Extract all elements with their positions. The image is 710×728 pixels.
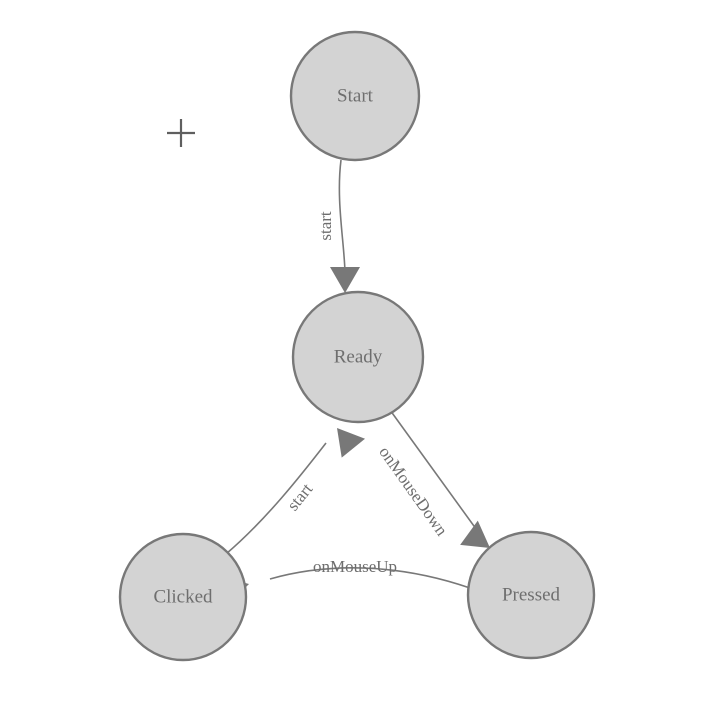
node-circle[interactable] — [291, 290, 425, 424]
arrowhead-icon — [330, 267, 360, 293]
state-node-pressed[interactable]: Pressed — [466, 530, 596, 660]
edge-start-to-ready[interactable]: start — [316, 159, 360, 293]
edge-label-pressed-to-clicked: onMouseUp — [313, 557, 397, 576]
state-node-clicked[interactable]: Clicked — [118, 532, 248, 662]
node-circle[interactable] — [118, 532, 248, 662]
node-label: Start — [337, 85, 374, 106]
node-circle[interactable] — [289, 30, 421, 162]
edge-line[interactable] — [338, 159, 346, 273]
edge-line[interactable] — [389, 409, 480, 534]
state-node-start[interactable]: Start — [289, 30, 421, 162]
node-label: Clicked — [153, 586, 213, 607]
edge-line[interactable] — [269, 567, 471, 589]
edge-line[interactable] — [225, 442, 327, 555]
node-label: Pressed — [502, 584, 561, 605]
arrowhead-icon — [460, 520, 490, 548]
arrowhead-icon — [337, 428, 366, 458]
plus-crosshair-icon[interactable] — [167, 119, 195, 147]
node-label: Ready — [334, 346, 383, 367]
edge-label-start-to-ready: start — [316, 211, 335, 241]
node-circle[interactable] — [466, 530, 596, 660]
state-node-ready[interactable]: Ready — [291, 290, 425, 424]
